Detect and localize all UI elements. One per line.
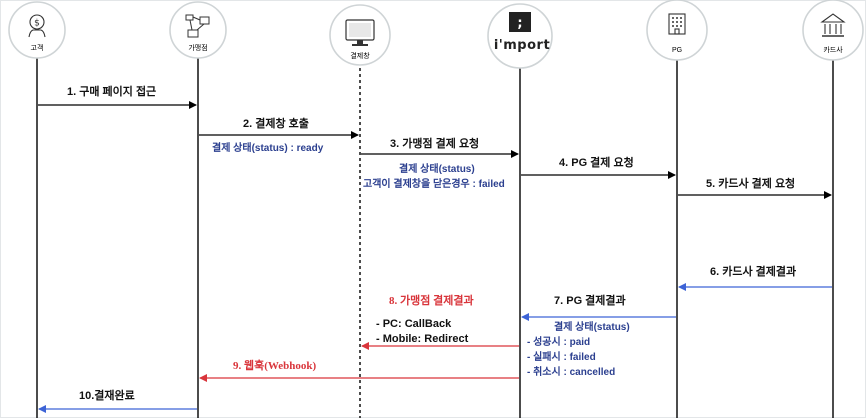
- actor-pg-label: PG: [672, 47, 682, 54]
- message-4-label: 4. PG 결제 요청: [559, 155, 634, 169]
- note-failed: - 실패시 : failed: [527, 350, 596, 363]
- monitor-icon: [345, 19, 375, 46]
- iamport-logo-text: i'mport: [494, 38, 550, 53]
- actor-merchant: 가맹점: [169, 1, 227, 59]
- message-8-label: 8. 가맹점 결제결과: [389, 293, 474, 307]
- message-5-label: 5. 카드사 결제 요청: [706, 176, 795, 190]
- actor-customer-label: 고객: [31, 43, 44, 52]
- actor-iamport: ; i'mport: [487, 3, 553, 69]
- actor-window-label: 결제창: [350, 51, 370, 60]
- merchant-network-icon: [185, 14, 210, 38]
- note-mobile-redirect: - Mobile: Redirect: [376, 333, 469, 345]
- actor-window: 결제창: [329, 4, 391, 66]
- iamport-logo: ; i'mport: [494, 12, 550, 53]
- message-6-label: 6. 카드사 결제결과: [710, 264, 796, 278]
- message-7-label: 7. PG 결제결과: [554, 293, 626, 307]
- arrows: [38, 101, 832, 413]
- message-2-label: 2. 결제창 호출: [243, 116, 309, 130]
- actor-iamport-circle: [487, 3, 553, 69]
- message-3-label: 3. 가맹점 결제 요청: [390, 136, 479, 150]
- message-10-label: 10.결재완료: [79, 388, 135, 402]
- note-failed-detail: 고객이 결제창을 닫은경우 : failed: [363, 177, 505, 190]
- actor-card-circle: [802, 0, 864, 61]
- note-cancelled: - 취소시 : cancelled: [527, 365, 615, 378]
- actor-merchant-label: 가맹점: [188, 43, 207, 52]
- actor-pg: PG: [646, 0, 708, 61]
- note-failed-title: 결제 상태(status): [399, 162, 475, 175]
- actor-pg-circle: [646, 0, 708, 61]
- actor-card-label: 카드사: [823, 45, 843, 54]
- note-pc-callback: - PC: CallBack: [376, 318, 452, 330]
- actor-customer: $ 고객: [8, 1, 66, 59]
- building-icon: [668, 13, 686, 35]
- bank-icon: [820, 13, 846, 37]
- actor-card: 카드사: [802, 0, 864, 61]
- status-notes: 결제 상태(status) : ready 결제 상태(status) 고객이 …: [212, 141, 630, 378]
- note-ready: 결제 상태(status) : ready: [212, 141, 324, 154]
- note-result-title: 결제 상태(status): [554, 320, 630, 333]
- lifelines: [36, 56, 834, 418]
- customer-payment-icon: $: [28, 14, 46, 38]
- message-1-label: 1. 구매 페이지 접근: [67, 84, 156, 98]
- svg-text:$: $: [34, 19, 40, 29]
- note-paid: - 성공시 : paid: [527, 335, 590, 348]
- message-labels: 1. 구매 페이지 접근 2. 결제창 호출 3. 가맹점 결제 요청 4. P…: [67, 84, 796, 402]
- svg-text:;: ;: [517, 16, 522, 31]
- message-9-label: 9. 웹훅(Webhook): [233, 358, 317, 372]
